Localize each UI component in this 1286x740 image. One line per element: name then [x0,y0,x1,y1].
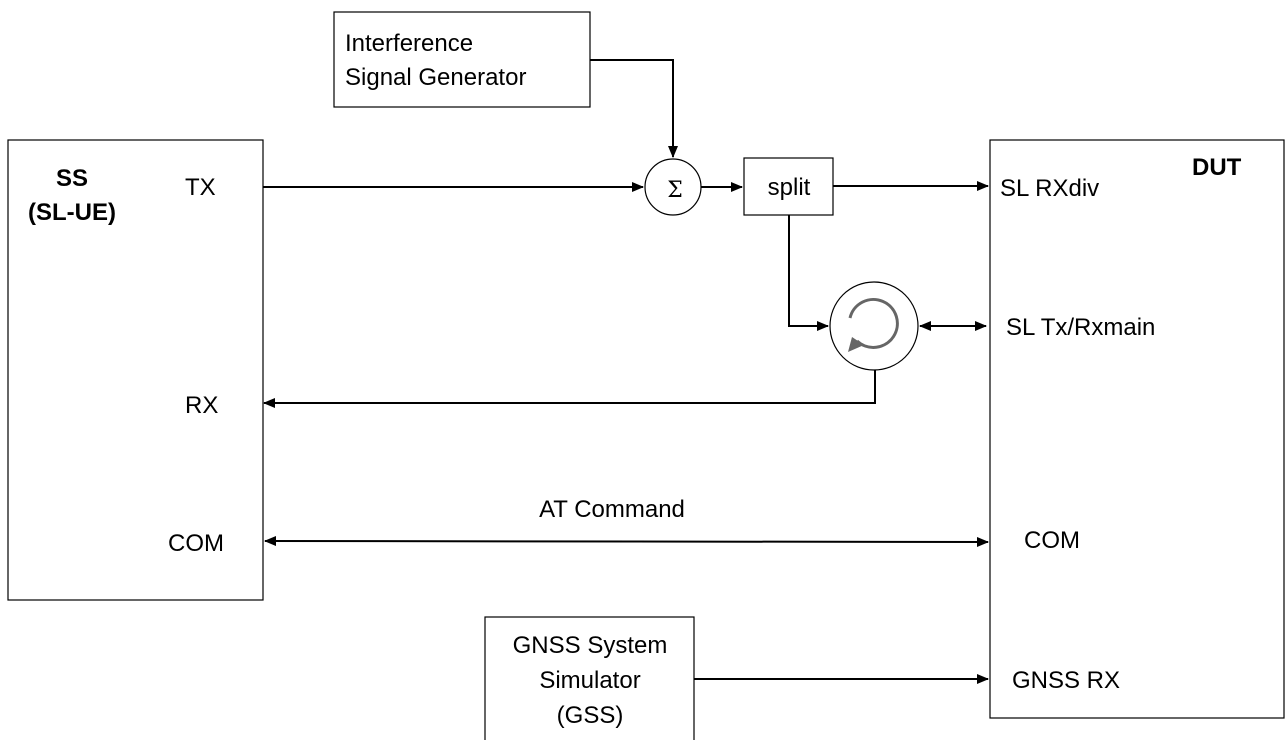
dut-box [989,139,1285,719]
splitter-block: split [743,157,834,216]
at-command-label: AT Command [539,496,685,523]
sigma-icon: Σ [667,178,683,203]
circulator-circle [829,281,919,371]
dut-com-label: COM [1024,527,1080,554]
ss-rx-label: RX [185,392,218,419]
dut-block: DUT SL RXdiv SL Tx/Rxmain COM GNSS RX [989,139,1285,719]
com-bidirectional-arrow [264,536,989,547]
circulator-to-rx-arrow [263,370,876,408]
dut-title: DUT [1192,154,1242,181]
interference-generator-box [333,11,591,108]
gss-block: GNSS System Simulator (GSS) [484,616,695,740]
dut-gnss-rx-label: GNSS RX [1012,667,1120,694]
ss-title: SS [56,165,88,192]
split-to-circulator-arrow [788,215,829,331]
ss-block: SS (SL-UE) TX RX COM [7,139,264,601]
splitter-box [743,157,834,216]
gss-line2: Simulator [539,667,640,694]
circulator-block [829,281,919,371]
ss-com-label: COM [168,530,224,557]
dut-sl-txrx-label: SL Tx/Rxmain [1006,314,1155,341]
gss-line1: GNSS System [513,632,668,659]
circulator-icon [848,297,899,352]
dut-sl-rxdiv-label: SL RXdiv [1000,175,1099,202]
interference-generator-line1: Interference [345,30,473,57]
interference-to-summer-arrow [590,59,678,158]
interference-generator-line2: Signal Generator [345,64,526,91]
gss-line3: (GSS) [557,702,624,729]
interference-generator-block: Interference Signal Generator [333,11,591,108]
summer-block: Σ [644,158,702,216]
ss-tx-label: TX [185,174,216,201]
splitter-label: split [768,174,811,201]
ss-subtitle: (SL-UE) [28,199,116,226]
ss-box [7,139,264,601]
gss-box [484,616,695,740]
